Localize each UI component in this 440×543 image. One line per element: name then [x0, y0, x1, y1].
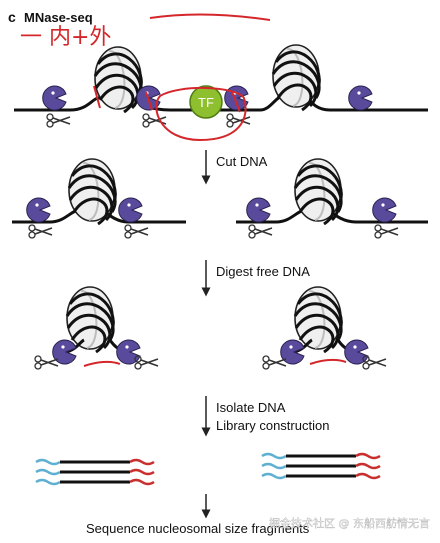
- mnase-enzyme: [344, 339, 369, 365]
- adapter-left: [35, 458, 61, 466]
- row4-fragments: [35, 452, 381, 486]
- nucleosome-1: [93, 45, 143, 114]
- nucleosome-2: [271, 43, 321, 112]
- step-label: Digest free DNA: [216, 264, 310, 279]
- mnase-enzyme: [118, 197, 143, 223]
- panel-letter: c: [8, 9, 16, 25]
- step-label: Sequence nucleosomal size fragments: [86, 521, 310, 536]
- scissors-icon: [28, 224, 53, 239]
- scissors-icon: [226, 113, 251, 128]
- mnase-enzyme: [26, 197, 51, 223]
- mnase-enzyme: [42, 85, 67, 111]
- adapter-right: [355, 472, 381, 480]
- step-label: Cut DNA: [216, 154, 268, 169]
- watermark: 掘金技术社区 @ 东船西舫情无言: [269, 516, 430, 530]
- adapter-right: [355, 462, 381, 470]
- adapter-right: [129, 478, 155, 486]
- mnase-enzyme: [116, 339, 141, 365]
- adapter-right: [355, 452, 381, 460]
- step-label: Library construction: [216, 418, 329, 433]
- adapter-left: [261, 452, 287, 460]
- scissors-icon: [374, 224, 399, 239]
- adapter-left: [35, 478, 61, 486]
- handwritten-text: 一 内+外: [20, 25, 111, 50]
- scissors-icon: [248, 224, 273, 239]
- adapter-right: [129, 458, 155, 466]
- tf-label: TF: [198, 95, 214, 110]
- row1-chromatin: TF: [14, 43, 428, 142]
- panel-title: MNase-seq: [24, 10, 93, 25]
- scissors-icon: [46, 113, 71, 128]
- nucleosome-2: [293, 285, 343, 354]
- adapter-left: [35, 468, 61, 476]
- handwritten-annotation: 一 内+外: [20, 13, 271, 50]
- step-label: Isolate DNA: [216, 400, 286, 415]
- mnase-enzyme: [372, 197, 397, 223]
- row3-digest: [34, 285, 387, 370]
- mnase-enzyme: [348, 85, 373, 111]
- nucleosome-1: [65, 285, 115, 354]
- row2-cut-dna: [12, 157, 428, 239]
- transcription-factor: [189, 85, 223, 119]
- scissors-icon: [124, 224, 149, 239]
- adapter-left: [261, 472, 287, 480]
- adapter-left: [261, 462, 287, 470]
- mnase-enzyme: [246, 197, 271, 223]
- adapter-right: [129, 468, 155, 476]
